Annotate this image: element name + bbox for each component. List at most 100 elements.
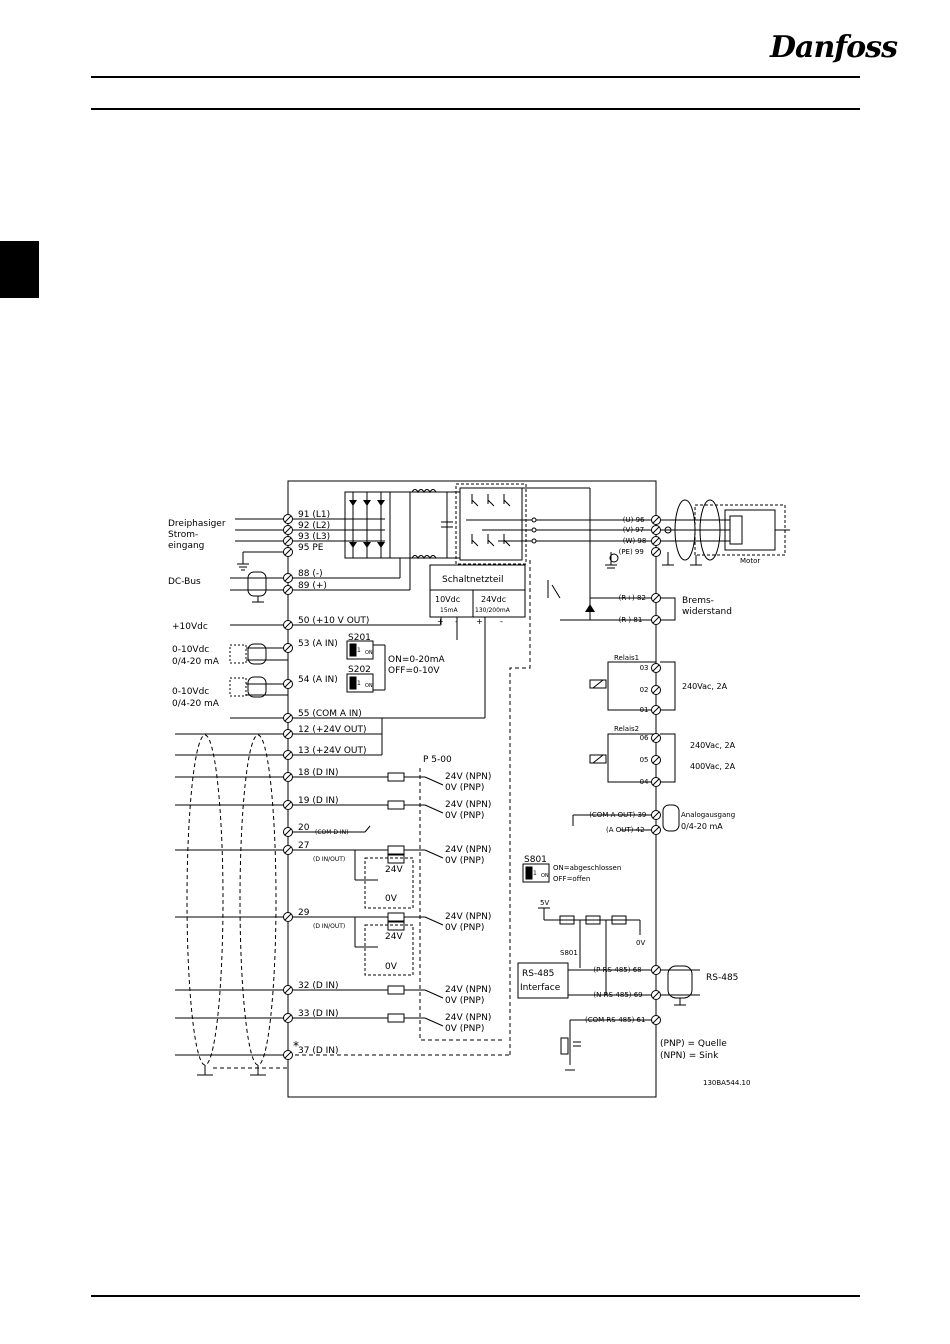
terminal-label-t37: 37 (D IN) — [298, 1046, 339, 1056]
v5-label: 5V — [540, 899, 549, 907]
terminal-label-t88: 88 (-) — [298, 569, 323, 579]
header-rule-top — [91, 76, 860, 78]
pnp-label-5: 0V (PNP) — [445, 1024, 484, 1034]
terminal-label-r96: (U) 96 — [623, 516, 645, 524]
pnp-label-4: 0V (PNP) — [445, 996, 484, 1006]
terminal-label-t33: 33 (D IN) — [298, 1009, 339, 1019]
mains-label-3: eingang — [168, 541, 204, 551]
s801-digit-1: 1 — [533, 870, 537, 877]
terminal-label-r97: (V) 97 — [623, 526, 644, 534]
footer-rule — [91, 1295, 860, 1297]
terminal-label-t12: 12 (+24V OUT) — [298, 725, 367, 735]
terminal-label-t29: 29 — [298, 908, 310, 918]
terminal-label-t91: 91 (L1) — [298, 510, 330, 520]
npn-label-5: 24V (NPN) — [445, 1013, 491, 1023]
s801-net-label: S801 — [560, 949, 578, 957]
header-rule-bottom — [91, 108, 860, 110]
p500-label: P 5-00 — [423, 755, 452, 765]
ref10-label: +10Vdc — [172, 622, 208, 632]
terminal-label-r02: 02 — [640, 686, 649, 694]
terminal-label-r61: (COM RS-485) 61 — [585, 1016, 645, 1024]
s201-digit-1: 1 — [357, 647, 361, 654]
legend-pnp: (PNP) = Quelle — [660, 1039, 727, 1049]
psu-box — [429, 564, 526, 618]
rs485-label: RS-485 — [706, 973, 738, 983]
terminal-label-r98: (W) 98 — [623, 537, 647, 545]
v24-29: 24V — [385, 932, 403, 942]
terminal-label-r04: 04 — [640, 778, 649, 786]
npn-label-1: 24V (NPN) — [445, 800, 491, 810]
npn-label-4: 24V (NPN) — [445, 985, 491, 995]
rs485-box-1: RS-485 — [522, 969, 554, 979]
s201-on: ON — [365, 650, 373, 656]
danfoss-logo: Danfoss — [770, 30, 898, 65]
terminal-label-t93: 93 (L3) — [298, 532, 330, 542]
analog-out-2: 0/4-20 mA — [681, 822, 723, 831]
legend-npn: (NPN) = Sink — [660, 1051, 719, 1061]
terminal-label-t55: 55 (COM A IN) — [298, 709, 362, 719]
terminal-label-t95: 95 PE — [298, 543, 324, 553]
psu-title: Schaltnetzteil — [442, 575, 503, 585]
digital-io-labels: (COM D IN)(D IN/OUT)(D IN/OUT)24V (NPN)0… — [313, 772, 491, 1034]
mains-label-1: Dreiphasiger — [168, 519, 226, 529]
psu-24v: 24Vdc — [481, 595, 506, 604]
relay1-label: Relais1 — [614, 654, 639, 662]
terminal-label-t89: 89 (+) — [298, 581, 327, 591]
terminal-label-t32: 32 (D IN) — [298, 981, 339, 991]
brake-label-2: widerstand — [682, 607, 732, 617]
terminal-label-t54: 54 (A IN) — [298, 675, 338, 685]
ain53-label-1: 0-10Vdc — [172, 645, 209, 655]
motor-label: Motor — [740, 557, 760, 565]
psu-24v-ma: 130/200mA — [475, 607, 511, 614]
s801-label: S801 — [524, 855, 547, 865]
s202-on: ON — [365, 683, 373, 689]
terminal-label-r69: (N RS-485) 69 — [593, 991, 642, 999]
terminal-label-r82: (R+) 82 — [619, 594, 646, 602]
brake-label-1: Brems- — [682, 596, 714, 606]
terminal-label-r68: (P RS-485) 68 — [593, 966, 641, 974]
s801-on: ON — [541, 873, 549, 879]
pnp-label-1: 0V (PNP) — [445, 811, 484, 821]
s801-note-1: ON=abgeschlossen — [553, 864, 621, 872]
terminal-label-t18: 18 (D IN) — [298, 768, 339, 778]
terminal-label-r99: (PE) 99 — [619, 548, 644, 556]
terminal-label-t27: 27 — [298, 841, 309, 851]
relay2-rating-a: 240Vac, 2A — [690, 741, 736, 750]
v0-29: 0V — [385, 962, 398, 972]
psu-plus-24: + — [476, 617, 483, 626]
terminal-label-r42: (A OUT) 42 — [606, 826, 645, 834]
v24-27: 24V — [385, 865, 403, 875]
terminal-label-r39: (COM A OUT) 39 — [589, 811, 646, 819]
com-d-in-label: (COM D IN) — [315, 829, 348, 836]
mains-label-2: Strom- — [168, 530, 198, 540]
s202-switch — [346, 673, 374, 693]
psu-10v: 10Vdc — [435, 595, 460, 604]
terminal-label-t53: 53 (A IN) — [298, 639, 338, 649]
v0-label: 0V — [636, 939, 645, 947]
ain54-label-1: 0-10Vdc — [172, 687, 209, 697]
s201-switch — [346, 640, 374, 660]
relay2-rating-b: 400Vac, 2A — [690, 762, 736, 771]
s801-switch — [522, 863, 550, 883]
terminal-label-t19: 19 (D IN) — [298, 796, 339, 806]
terminal-label-r01: 01 — [640, 706, 649, 714]
terminal-label-r06: 06 — [640, 734, 649, 742]
s201-label: S201 — [348, 633, 371, 643]
s202-digit-1: 1 — [357, 680, 361, 687]
relay2-label: Relais2 — [614, 725, 639, 733]
s202-label: S202 — [348, 665, 371, 675]
star-mark: * — [293, 1039, 299, 1053]
ain53-label-2: 0/4-20 mA — [172, 657, 220, 667]
pnp-label-0: 0V (PNP) — [445, 783, 484, 793]
psu-10v-ma: 15mA — [440, 607, 458, 614]
dc-bus-label: DC-Bus — [168, 577, 201, 587]
terminal-label-r03: 03 — [640, 664, 649, 672]
drive-outline — [287, 480, 657, 1098]
analog-out-1: Analogausgang — [681, 811, 735, 819]
rs485-box-2: Interface — [520, 983, 561, 993]
v0-27: 0V — [385, 894, 398, 904]
terminal-label-t50: 50 (+10 V OUT) — [298, 616, 369, 626]
chapter-tab — [0, 241, 39, 298]
drawing-code: 130BA544.10 — [703, 1079, 750, 1087]
